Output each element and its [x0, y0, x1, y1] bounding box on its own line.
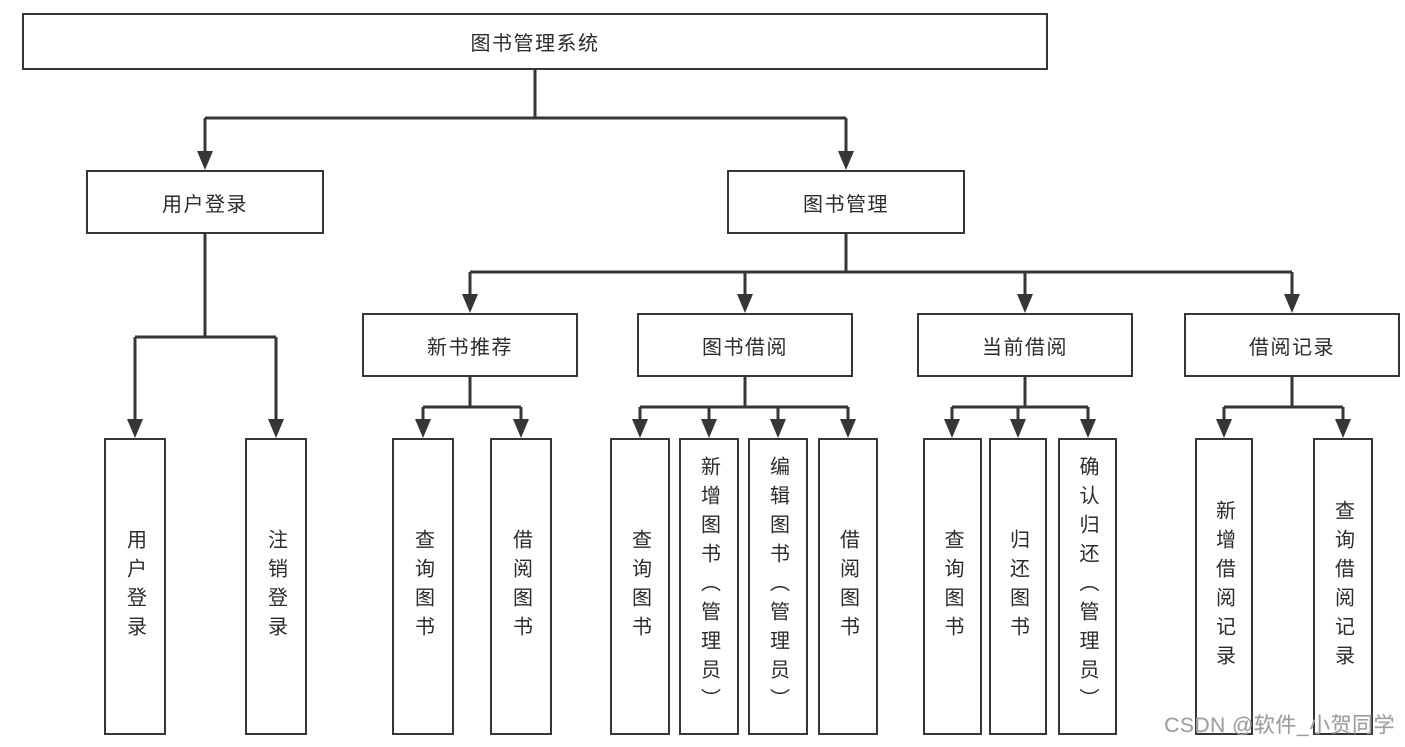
leaf-borrow-add-books-admin: 新增图书（管理员）: [679, 438, 739, 735]
connector-newbook-to-leaves: [415, 377, 529, 438]
node-book-management: 图书管理: [727, 170, 965, 234]
leaf-current-query-books: 查询图书: [923, 438, 982, 735]
node-current-borrow-label: 当前借阅: [982, 336, 1068, 359]
node-borrow-record: 借阅记录: [1184, 313, 1400, 377]
leaf-borrow-borrow-books: 借阅图书: [818, 438, 878, 735]
leaf-borrow-borrow-books-label: 借阅图书: [836, 528, 859, 645]
node-new-book-recommend: 新书推荐: [362, 313, 578, 377]
node-user-login-label: 用户登录: [162, 193, 248, 216]
node-book-management-label: 图书管理: [803, 193, 889, 216]
connector-root-to-level2: [197, 70, 854, 170]
connector-current-to-leaves: [944, 377, 1096, 438]
leaf-record-add-record: 新增借阅记录: [1195, 438, 1253, 735]
leaf-current-return-books: 归还图书: [989, 438, 1047, 735]
connector-borrow-to-leaves: [632, 377, 856, 438]
leaf-newbook-borrow-books-label: 借阅图书: [509, 528, 532, 645]
leaf-record-query-record-label: 查询借阅记录: [1331, 499, 1354, 674]
node-root-label: 图书管理系统: [470, 33, 600, 55]
connector-record-to-leaves: [1216, 377, 1351, 438]
leaf-user-login-label: 用户登录: [123, 528, 146, 645]
leaf-record-query-record: 查询借阅记录: [1313, 438, 1373, 735]
node-book-borrow-label: 图书借阅: [702, 336, 788, 359]
leaf-borrow-edit-books-admin: 编辑图书（管理员）: [748, 438, 808, 735]
leaf-newbook-query-books-label: 查询图书: [411, 528, 434, 645]
leaf-current-confirm-return-admin-label: 确认归还（管理员）: [1076, 456, 1098, 717]
leaf-borrow-query-books-label: 查询图书: [628, 528, 651, 645]
leaf-logout: 注销登录: [245, 438, 307, 735]
node-user-login: 用户登录: [86, 170, 324, 234]
leaf-current-confirm-return-admin: 确认归还（管理员）: [1058, 438, 1117, 735]
node-root-system: 图书管理系统: [22, 13, 1048, 70]
connector-userlogin-to-leaves: [127, 234, 284, 438]
leaf-user-login: 用户登录: [104, 438, 166, 735]
csdn-watermark: CSDN @软件_小贺同学: [1164, 714, 1395, 737]
leaf-borrow-add-books-admin-label: 新增图书（管理员）: [697, 456, 720, 717]
connector-bookmgmt-to-level3: [462, 234, 1300, 313]
node-current-borrow: 当前借阅: [917, 313, 1133, 377]
leaf-newbook-query-books: 查询图书: [392, 438, 454, 735]
leaf-newbook-borrow-books: 借阅图书: [490, 438, 552, 735]
node-book-borrow: 图书借阅: [637, 313, 853, 377]
leaf-current-query-books-label: 查询图书: [941, 528, 963, 645]
node-borrow-record-label: 借阅记录: [1249, 336, 1335, 359]
leaf-borrow-query-books: 查询图书: [610, 438, 670, 735]
leaf-record-add-record-label: 新增借阅记录: [1212, 499, 1235, 674]
leaf-borrow-edit-books-admin-label: 编辑图书（管理员）: [766, 456, 789, 717]
leaf-logout-label: 注销登录: [264, 528, 287, 645]
leaf-current-return-books-label: 归还图书: [1006, 528, 1029, 645]
node-new-book-recommend-label: 新书推荐: [427, 336, 513, 359]
